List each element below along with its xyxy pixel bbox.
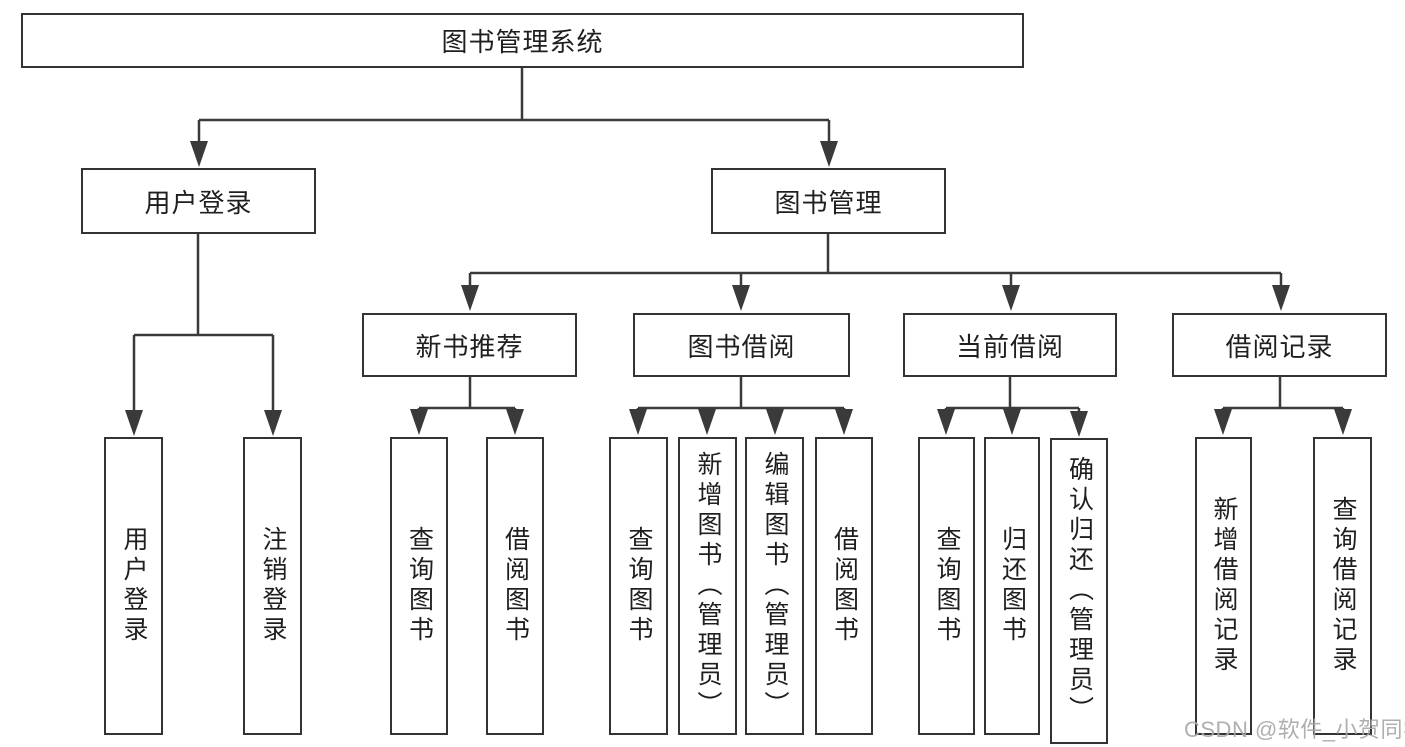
leaf-return-books: 归还图书 <box>984 437 1040 735</box>
leaf-borrowing-query-books: 查询图书 <box>609 437 668 735</box>
leaf-add-books-admin: 新增图书（管理员） <box>678 437 737 735</box>
leaf-edit-books-admin: 编辑图书（管理员） <box>745 437 804 735</box>
leaf-logout: 注销登录 <box>243 437 302 735</box>
node-user-login: 用户登录 <box>81 168 316 234</box>
leaf-confirm-return-admin: 确认归还（管理员） <box>1050 438 1108 744</box>
leaf-query-borrow-record: 查询借阅记录 <box>1313 437 1372 735</box>
watermark-text: CSDN @软件_小贺同学 <box>1184 717 1405 742</box>
leaf-add-borrow-record: 新增借阅记录 <box>1195 437 1252 735</box>
leaf-recommend-query-books: 查询图书 <box>390 437 448 735</box>
connector-lines <box>132 68 1345 418</box>
node-new-book-recommendation: 新书推荐 <box>362 313 577 377</box>
leaf-current-query-books: 查询图书 <box>918 437 975 735</box>
node-borrowing-records: 借阅记录 <box>1172 313 1387 377</box>
leaf-recommend-borrow-books: 借阅图书 <box>486 437 544 735</box>
node-book-borrowing: 图书借阅 <box>633 313 850 377</box>
leaf-user-login: 用户登录 <box>104 437 163 735</box>
arrowheads <box>125 141 1352 437</box>
leaf-borrowing-borrow-books: 借阅图书 <box>815 437 873 735</box>
node-book-management: 图书管理 <box>711 168 946 234</box>
node-library-management-system: 图书管理系统 <box>21 13 1024 68</box>
node-current-borrowing: 当前借阅 <box>903 313 1117 377</box>
